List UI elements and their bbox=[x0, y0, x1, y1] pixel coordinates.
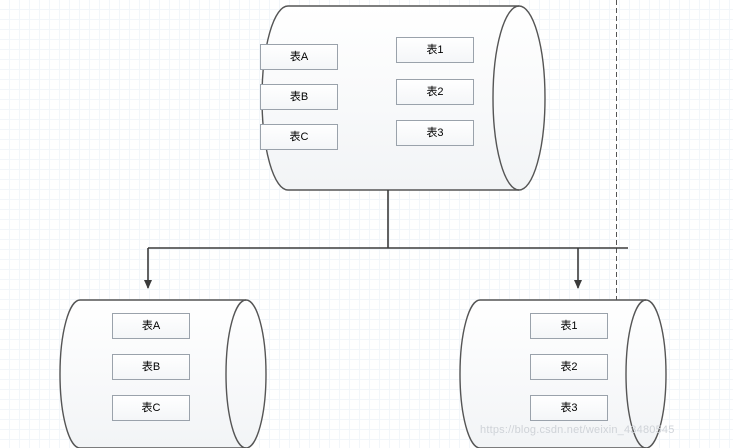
master-table-right-2[interactable]: 表3 bbox=[396, 120, 474, 146]
slave-right-table-2[interactable]: 表3 bbox=[530, 395, 608, 421]
slave-right-table-0[interactable]: 表1 bbox=[530, 313, 608, 339]
slave-left-table-2[interactable]: 表C bbox=[112, 395, 190, 421]
watermark-text: https://blog.csdn.net/weixin_43480545 bbox=[480, 424, 675, 436]
master-table-right-1[interactable]: 表2 bbox=[396, 79, 474, 105]
connector-master-to-slaves bbox=[144, 190, 628, 289]
slave-right-table-1[interactable]: 表2 bbox=[530, 354, 608, 380]
master-table-left-1[interactable]: 表B bbox=[260, 84, 338, 110]
slave-left-table-0[interactable]: 表A bbox=[112, 313, 190, 339]
slave-left-table-1[interactable]: 表B bbox=[112, 354, 190, 380]
master-table-left-2[interactable]: 表C bbox=[260, 124, 338, 150]
master-table-right-0[interactable]: 表1 bbox=[396, 37, 474, 63]
master-table-left-0[interactable]: 表A bbox=[260, 44, 338, 70]
